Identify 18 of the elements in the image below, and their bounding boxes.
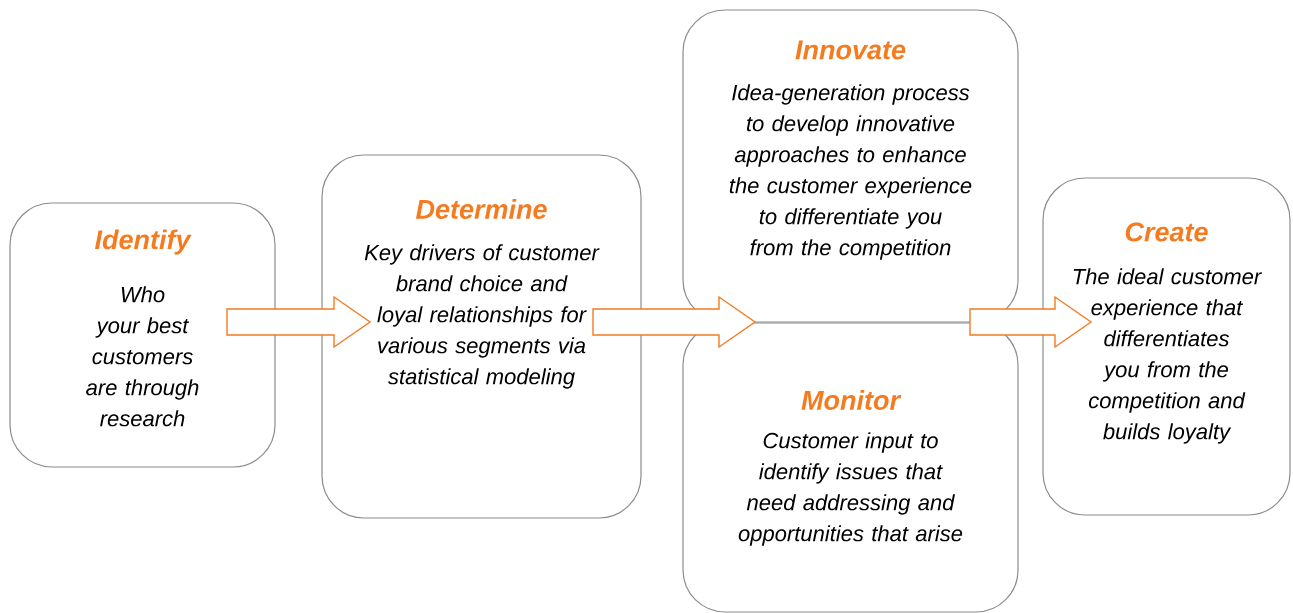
process-box (9, 202, 276, 468)
process-box (682, 322, 1019, 613)
step-heading: Create (1125, 222, 1208, 242)
step-heading: Monitor (801, 390, 902, 410)
step-description: Who your best customers are through research (86, 286, 199, 427)
process-box (1042, 177, 1291, 516)
step-description: Key drivers of customer brand choice and loyal relationships for various segments via statistical modeling (364, 244, 600, 389)
block-arrow (226, 295, 372, 349)
step-description: Idea-generation process to develop innovative approaches to enhance the customer experience to differentiate you from the competition (729, 84, 972, 260)
process-box (321, 154, 642, 519)
step-heading: Identify (95, 229, 192, 255)
step-heading: Determine (415, 199, 547, 219)
block-arrow (592, 295, 757, 349)
step-description: Customer input to identify issues that need addressing and opportunities that arise (738, 432, 963, 546)
step-description: The ideal customer experience that differentiates you from the competition and builds loyalty (1073, 268, 1262, 444)
block-arrow (969, 295, 1093, 349)
step-heading: Innovate (795, 40, 906, 60)
process-box (682, 9, 1019, 323)
